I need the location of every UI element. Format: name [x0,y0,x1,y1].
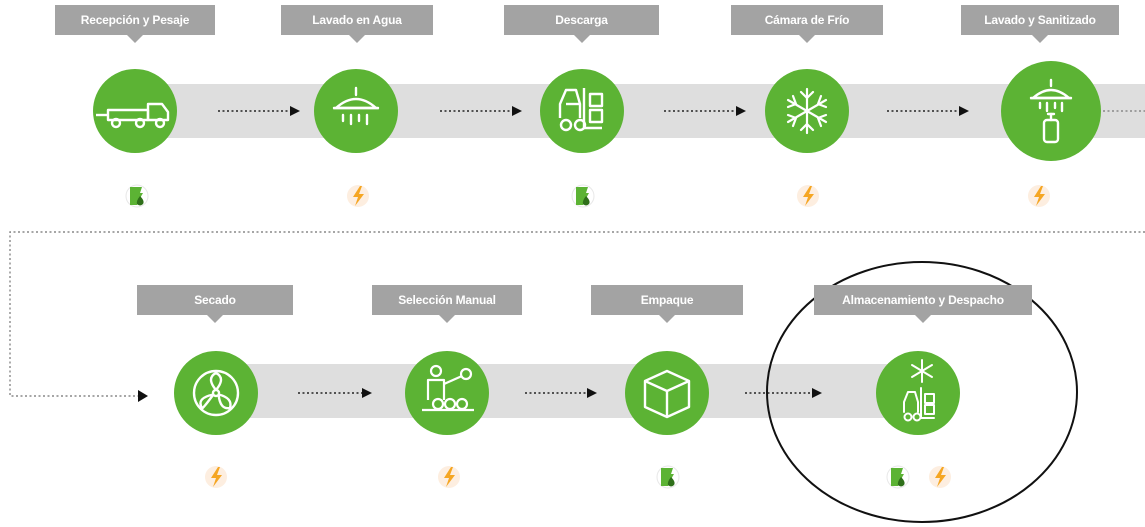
step-camara-frio [765,69,849,153]
step-lavado-agua [314,69,398,153]
highlight-ellipse [766,261,1078,523]
step-descarga [540,69,624,153]
shower-sanitizer-icon [1029,78,1073,144]
step-seleccion-manual [405,351,489,435]
snowflake-icon [786,87,828,135]
step-label: Empaque [591,285,743,323]
wrap-connector [9,110,1145,397]
fuel-water-icon [886,465,910,489]
fuel-water-icon [656,465,680,489]
step-label: Lavado y Sanitizado [961,5,1119,43]
row2-band [205,364,895,418]
step-label: Cámara de Frío [731,5,883,43]
fuel-water-icon [125,184,149,208]
step-lavado-sanitizado [1001,61,1101,161]
electricity-icon [1028,185,1050,207]
snowflake-forklift-icon [903,359,935,422]
step-label: Recepción y Pesaje [55,5,215,43]
box-icon [643,369,691,419]
truck-icon [96,102,170,129]
step-label: Secado [137,285,293,323]
shower-icon [332,86,380,126]
step-label: Almacenamiento y Despacho [814,285,1032,323]
fan-icon [192,369,240,417]
step-recepcion-pesaje [93,69,177,153]
step-label: Lavado en Agua [281,5,433,43]
electricity-icon [797,185,819,207]
forklift-icon [558,88,604,132]
electricity-icon [347,185,369,207]
electricity-icon [438,466,460,488]
wrap-connector-arrowhead [138,390,148,402]
worker-selection-icon [422,364,474,412]
step-secado [174,351,258,435]
electricity-icon [929,466,951,488]
step-almacenamiento-despacho [876,351,960,435]
fuel-water-icon [571,184,595,208]
step-label: Selección Manual [372,285,522,323]
step-empaque [625,351,709,435]
step-label: Descarga [504,5,659,43]
electricity-icon [205,466,227,488]
